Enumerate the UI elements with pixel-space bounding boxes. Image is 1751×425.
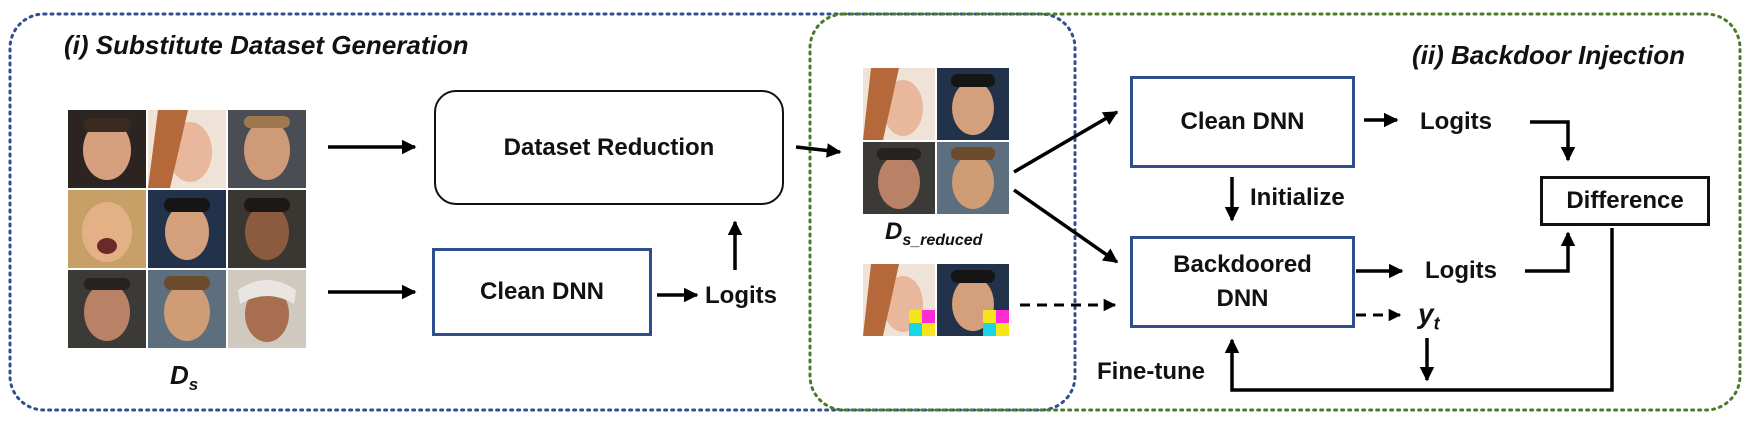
face-photo [863, 142, 935, 214]
face-pair-triggered [863, 264, 1009, 336]
face-photo [148, 190, 226, 268]
fine-tune-label: Fine-tune [1097, 358, 1205, 385]
backdoored-label-line1: Backdoored [1173, 251, 1312, 278]
section-title-backdoor: (ii) Backdoor Injection [1412, 40, 1686, 70]
logits-left-label: Logits [705, 282, 777, 309]
face-photo [863, 68, 935, 140]
ds-reduced-label: Ds_reduced [885, 218, 982, 250]
section-title-substitute: (i) Substitute Dataset Generation [64, 30, 469, 60]
face-photo [937, 142, 1009, 214]
ds-label: Ds [170, 360, 198, 395]
yt-sub: t [1433, 313, 1440, 334]
arrow-reduction-to-ds-reduced [795, 143, 842, 158]
initialize-label: Initialize [1250, 184, 1345, 211]
arrow-logits-mid-to-difference [1525, 231, 1576, 273]
trigger-patch [983, 310, 1009, 336]
ds-sub: s [188, 375, 199, 395]
ds-reduced-sub: s_reduced [902, 231, 983, 249]
backdoor-injection-region [808, 12, 1742, 412]
clean-dnn-right-label: Clean DNN [1180, 108, 1305, 135]
face-photo [68, 190, 146, 268]
dataset-reduction-label: Dataset Reduction [503, 133, 715, 161]
face-grid-ds-reduced [863, 68, 1009, 214]
yt-label: yt [1418, 298, 1440, 335]
logits-mid-label: Logits [1425, 257, 1497, 284]
dataset-reduction-box: Dataset Reduction [434, 90, 784, 205]
arrow-difference-fine-tune-loop [1224, 228, 1614, 392]
ds-reduced-main: D [885, 218, 903, 245]
ds-main: D [170, 360, 189, 390]
face-photo [68, 110, 146, 188]
difference-label: Difference [1566, 187, 1684, 214]
face-photo [148, 270, 226, 348]
face-grid-ds [68, 110, 306, 348]
clean-dnn-left-box: Clean DNN [432, 248, 652, 336]
clean-dnn-left-label: Clean DNN [479, 278, 605, 305]
backdoored-label-line2: DNN [1216, 285, 1269, 312]
yt-main: y [1418, 298, 1434, 329]
trigger-patch [909, 310, 935, 336]
backdoored-dnn-box: Backdoored DNN [1130, 236, 1355, 328]
clean-dnn-right-box: Clean DNN [1130, 76, 1355, 168]
face-photo [148, 110, 226, 188]
difference-box: Difference [1540, 176, 1710, 226]
face-photo [228, 270, 306, 348]
logits-top-label: Logits [1420, 108, 1492, 135]
arrow-ds-reduced-to-clean-dnn [1013, 110, 1119, 174]
face-photo [68, 270, 146, 348]
face-photo [228, 190, 306, 268]
substitute-dataset-region [8, 12, 1077, 412]
face-photo [228, 110, 306, 188]
face-photo [937, 68, 1009, 140]
arrow-ds-reduced-to-backdoored [1012, 188, 1119, 264]
arrow-logits-top-to-difference [1530, 120, 1576, 162]
